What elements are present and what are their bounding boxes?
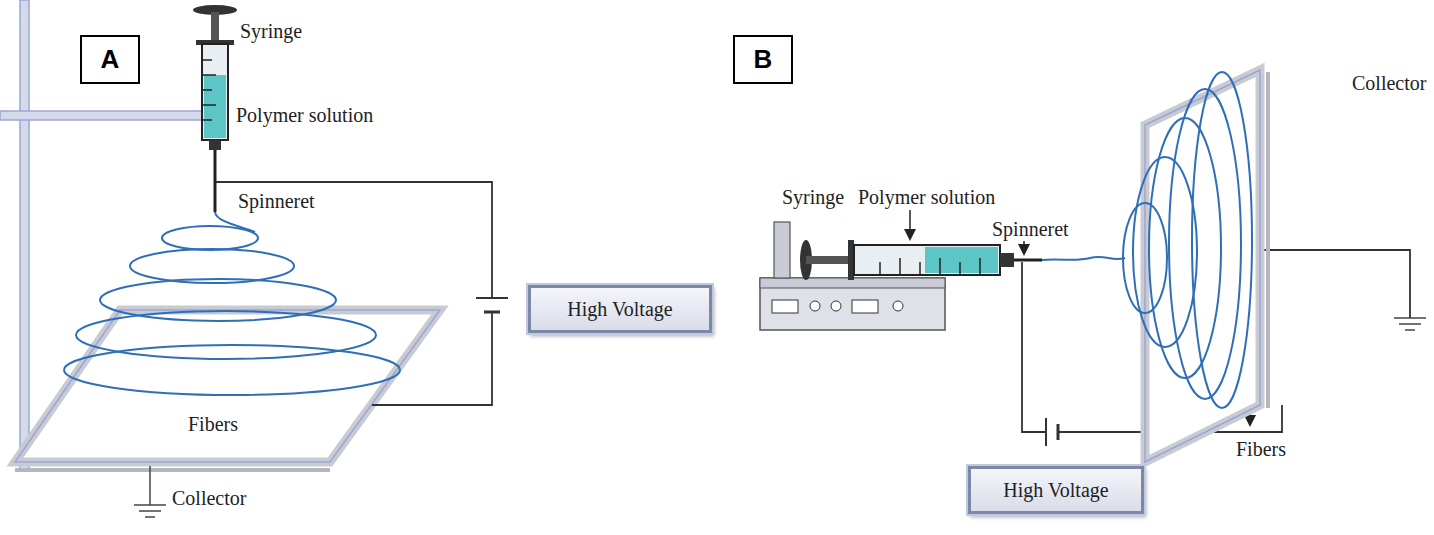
part-label: Collector bbox=[1352, 72, 1426, 94]
box-label: B bbox=[754, 44, 773, 75]
panel-tag: B bbox=[733, 35, 793, 84]
part-label: Fibers bbox=[188, 413, 238, 435]
part-label: Spinneret bbox=[238, 190, 315, 212]
part-label: Fibers bbox=[1236, 438, 1286, 460]
panel-tag: A bbox=[80, 35, 140, 84]
part-label: Collector bbox=[172, 487, 246, 509]
ground-symbol bbox=[134, 466, 166, 517]
circuit-wire bbox=[216, 182, 508, 405]
power-supply-box: High Voltage bbox=[528, 285, 712, 333]
part-label: Polymer solution bbox=[858, 186, 995, 208]
collector-plate bbox=[15, 310, 440, 470]
fiber-spiral bbox=[64, 212, 400, 395]
part-label: Spinneret bbox=[992, 218, 1069, 240]
collector-plate bbox=[1145, 70, 1268, 462]
box-label: High Voltage bbox=[567, 298, 672, 321]
box-label: A bbox=[101, 44, 120, 75]
part-label: Syringe bbox=[782, 186, 844, 208]
syringe bbox=[800, 240, 1042, 280]
power-supply-box: High Voltage bbox=[968, 466, 1144, 514]
fiber-spiral bbox=[1042, 72, 1252, 408]
syringe bbox=[193, 5, 237, 212]
part-label: Syringe bbox=[240, 20, 302, 42]
part-label: Polymer solution bbox=[236, 104, 373, 126]
ground-symbol bbox=[1394, 318, 1426, 330]
box-label: High Voltage bbox=[1003, 479, 1108, 502]
